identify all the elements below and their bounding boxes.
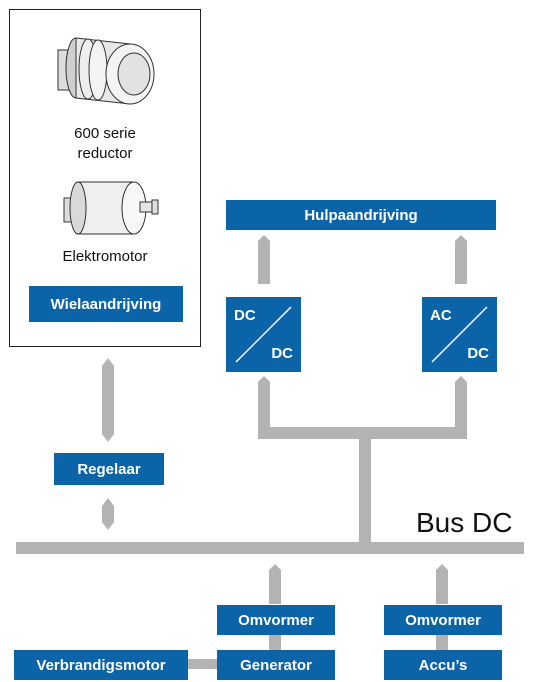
acdc-top-label: AC [430, 307, 452, 324]
acdc-bottom-label: DC [467, 345, 489, 362]
controller-box: Regelaar [54, 453, 164, 485]
electromotor-icon [63, 181, 159, 235]
aux-drive-box: Hulpaandrijving [226, 200, 496, 230]
inverter-left-box: Omvormer [217, 605, 335, 635]
dcdc-top-label: DC [234, 307, 256, 324]
dcdc-connector [258, 382, 270, 434]
reducer-icon [57, 37, 155, 105]
wheel-drive-panel: 600 serie reductor Elektromotor Wielaand… [9, 9, 201, 347]
arrow-wheel-regelaar [102, 358, 114, 442]
arrow-bus-omvormer-left [269, 564, 281, 604]
acdc-connector [455, 382, 467, 434]
converter-diagonal [235, 306, 292, 363]
arrow-bus-omvormer-right [436, 564, 448, 604]
inverter-right-box: Omvormer [384, 605, 502, 635]
bus-dc-label: Bus DC [416, 507, 513, 538]
acdc-converter: AC DC [422, 297, 497, 372]
converter-bus-drop [359, 427, 371, 545]
combustion-engine-box: Verbrandigsmotor [14, 650, 188, 680]
wheel-drive-label: Wielaandrijving [29, 286, 183, 322]
battery-box: Accu’s [384, 650, 502, 680]
electromotor-caption: Elektromotor [62, 248, 148, 265]
bus-dc-line [16, 542, 524, 554]
link-engine-generator [188, 659, 218, 669]
reducer-caption: 600 serie reductor [10, 124, 200, 164]
reducer-caption-line2: reductor [77, 145, 133, 162]
dcdc-bottom-label: DC [271, 345, 293, 362]
converter-diagonal [431, 306, 488, 363]
dcdc-converter: DC DC [226, 297, 301, 372]
arrow-to-aux-left [258, 235, 270, 284]
arrow-regelaar-bus [102, 498, 114, 530]
arrow-to-aux-right [455, 235, 467, 284]
reducer-caption-line1: 600 serie [74, 125, 136, 142]
generator-box: Generator [217, 650, 335, 680]
